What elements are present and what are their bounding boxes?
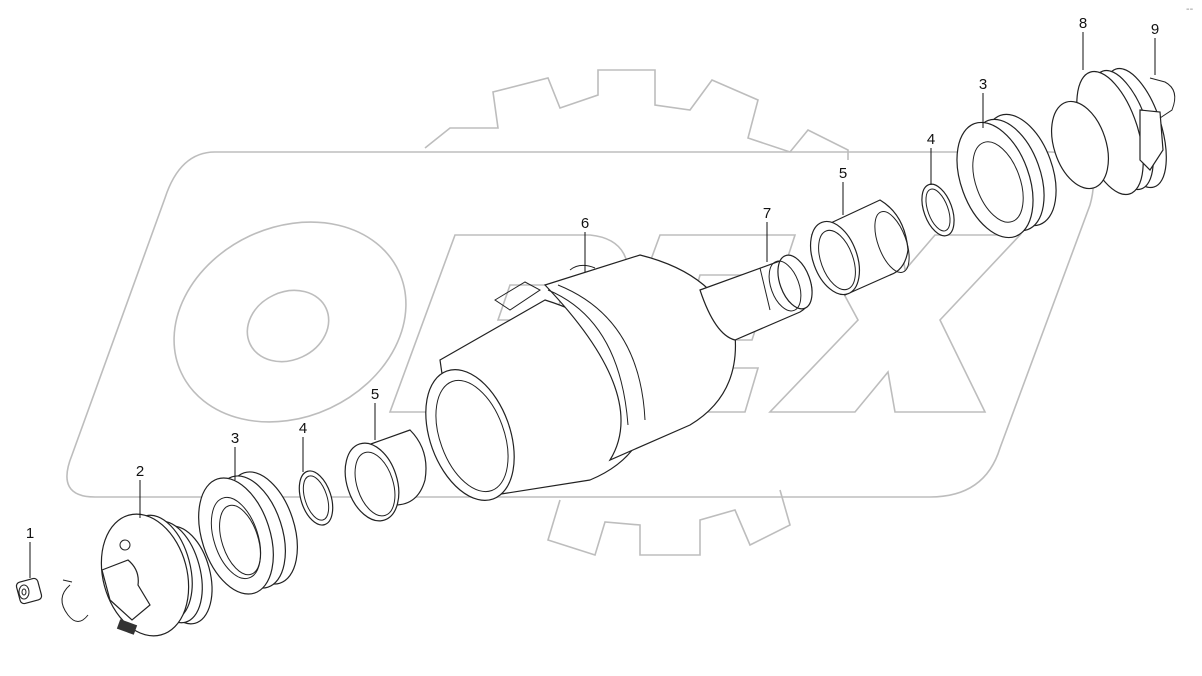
part-5-bushing-right xyxy=(809,199,910,296)
part-6-roller-body xyxy=(425,254,737,501)
watermark-letter-o-inner xyxy=(246,289,330,363)
part-7-shaft xyxy=(699,254,813,341)
callout-1: 1 xyxy=(26,525,34,542)
part-5-bushing-left xyxy=(344,429,427,522)
callout-2: 2 xyxy=(136,463,144,480)
part-3-seal-left xyxy=(198,471,298,595)
part-8-end-cap xyxy=(1051,67,1167,196)
callout-4-left: 4 xyxy=(299,420,307,437)
callout-5-right: 5 xyxy=(839,165,847,182)
callout-5-left: 5 xyxy=(371,386,379,403)
retaining-clip-left xyxy=(61,579,89,622)
leader-lines xyxy=(29,32,1156,578)
callout-labels: 1 2 3 4 5 6 7 5 4 3 8 9 xyxy=(26,15,1159,542)
watermark-letter-x xyxy=(768,234,1022,413)
watermark-letter-o-outer xyxy=(173,221,407,423)
callout-4-right: 4 xyxy=(927,131,935,148)
callout-7: 7 xyxy=(763,205,771,222)
part-4-o-ring-left xyxy=(298,470,334,526)
callout-6: 6 xyxy=(581,215,589,232)
part-4-o-ring-right xyxy=(921,183,955,237)
corner-mark: -- xyxy=(1186,4,1194,15)
part-1-nut xyxy=(15,577,43,605)
callout-3-left: 3 xyxy=(231,430,239,447)
watermark-gear xyxy=(424,69,849,557)
callout-3-right: 3 xyxy=(979,76,987,93)
part-3-seal-right xyxy=(956,113,1057,239)
part-2-end-cap xyxy=(100,513,213,637)
part-9-retaining-pin xyxy=(1149,77,1176,119)
callout-9: 9 xyxy=(1151,21,1159,38)
callout-8: 8 xyxy=(1079,15,1087,32)
